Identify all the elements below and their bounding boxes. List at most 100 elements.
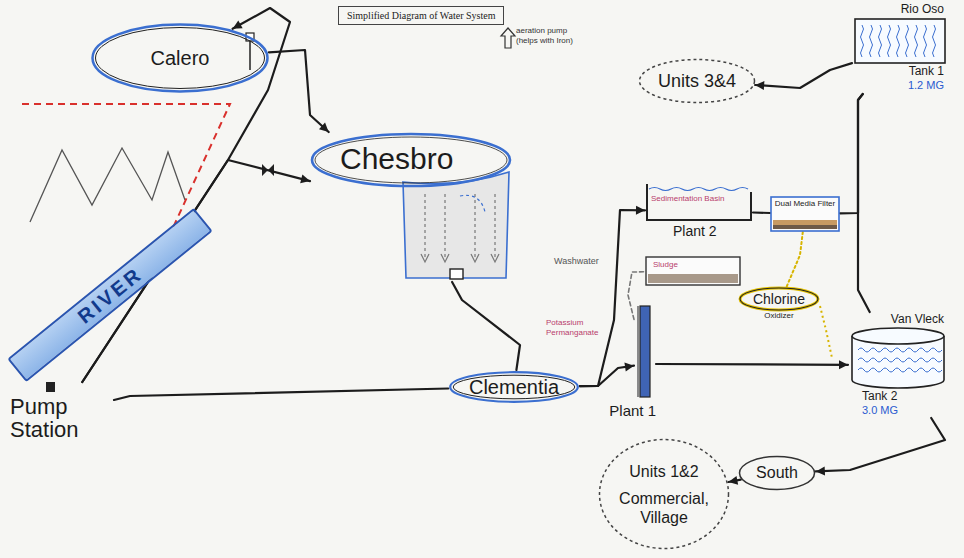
reservoir-lake-part [93,25,268,92]
node-text: Sludge [653,260,741,270]
storage-tank-part [906,25,909,57]
pipe-connector [452,282,520,370]
filter-tank-part [771,197,839,231]
reservoir-basin-part [441,254,449,262]
pipe-connector [840,94,863,213]
sludge-tank-part [646,257,740,285]
filter-tank-part [773,225,837,229]
pipe-line [753,211,770,214]
reservoir-basin-part [494,194,495,260]
storage-tank-part [933,25,936,57]
service-area: Units 1&2Commercial, Village [598,438,730,550]
storage-tank-part [879,25,882,57]
node-text: Units 3&4 [658,70,736,92]
pipe-connector [787,232,803,286]
pipe-line [82,8,290,382]
pipe-connector [269,50,329,132]
filter-tank-part [773,220,837,225]
node-text: Calero [151,46,210,70]
storage-tank-part [858,358,942,362]
membrane-filter-part [640,306,650,397]
storage-tank: Rio OsoTank 11.2 MG [852,2,948,94]
storage-tank-part [861,25,864,57]
storage-tank-part [852,328,944,344]
chlorine-feed-line [820,306,832,358]
reservoir-lake: Clementia [448,370,580,404]
node-text: RIVER [73,262,147,329]
reservoir-basin-part [471,254,479,262]
storage-tank-part [858,348,942,352]
filter-tank: Dual Media Filter [770,196,840,232]
arrow-head [624,362,634,371]
reservoir-basin-part [474,194,475,260]
storage-tank-part [870,25,873,57]
node-text: Tank 2 [862,389,948,404]
node-text: South [756,463,798,483]
storage-tank-part [858,368,942,372]
service-area-part [640,60,755,103]
reservoir-basin-part [444,194,445,260]
pipe-connector [114,389,448,401]
note-label: Potassium Permanganate [546,318,600,338]
arrow-head [816,467,825,476]
node-text: Chesbro [340,142,453,176]
reservoir-lake-part [96,28,265,89]
storage-tank-part [897,25,900,57]
pipe-connector [580,206,645,386]
pump-station: Pump Station [10,382,114,444]
chemical-feed: ChlorineOxidizer [738,286,820,324]
node-text: Commercial, Village [614,489,714,527]
node-text: Clementia [469,375,559,399]
reservoir-basin-part [403,172,509,278]
node-text: 3.0 MG [862,404,948,417]
reservoir-lake-part [453,375,575,399]
pipe-connector [580,362,634,386]
pipe-connector [755,63,852,90]
reservoir-lake: Calero [90,22,270,94]
storage-tank-part [924,25,927,57]
reservoir-basin-part [421,254,429,262]
node-text: Tank 1 [852,64,948,79]
river-band: RIVER [7,208,212,382]
pipe-line [452,282,520,370]
sludge-tank-part [648,274,738,283]
arrow-head [728,476,738,485]
node-text: 1.2 MG [852,79,948,92]
pipe-line [840,94,863,213]
arrow-head [233,20,243,28]
reservoir-basin-part [315,137,507,183]
node-text: Van Vleck [848,312,948,327]
pipe-connector [753,212,770,214]
node-text: Dual Media Filter [770,199,840,208]
pipe-line [755,63,852,88]
pipe-connector [82,8,290,382]
pipe-connector [816,418,945,476]
arrow-head [636,206,645,215]
chemical-feed-part [740,288,818,310]
storage-tank-part [855,19,945,63]
storage-tank: Van VleckTank 23.0 MG [848,312,948,418]
pipe-line [580,210,645,386]
arrow-head [839,360,848,369]
reservoir-basin-part [460,195,485,212]
membrane-filter-part [637,306,639,397]
reservoir-basin-part [491,254,499,262]
pipe-line [787,232,803,286]
node-text: Chlorine [753,291,805,307]
arrow-head [319,123,329,132]
node-text: Plant 1 [584,402,656,420]
node-text: Rio Oso [852,2,948,17]
reservoir-lake-part [450,372,578,402]
arrow-head [300,174,310,183]
node-text: Oxidizer [764,311,793,321]
service-area-part [600,440,729,549]
node-text: Sedimentation Basin [651,194,753,204]
pipe-line [114,389,448,401]
pump-station-part [46,382,55,392]
storage-tank-part [888,25,891,57]
reservoir-basin-part [450,269,463,279]
storage-tank-part [915,25,918,57]
reservoir-basin-part [312,134,510,186]
